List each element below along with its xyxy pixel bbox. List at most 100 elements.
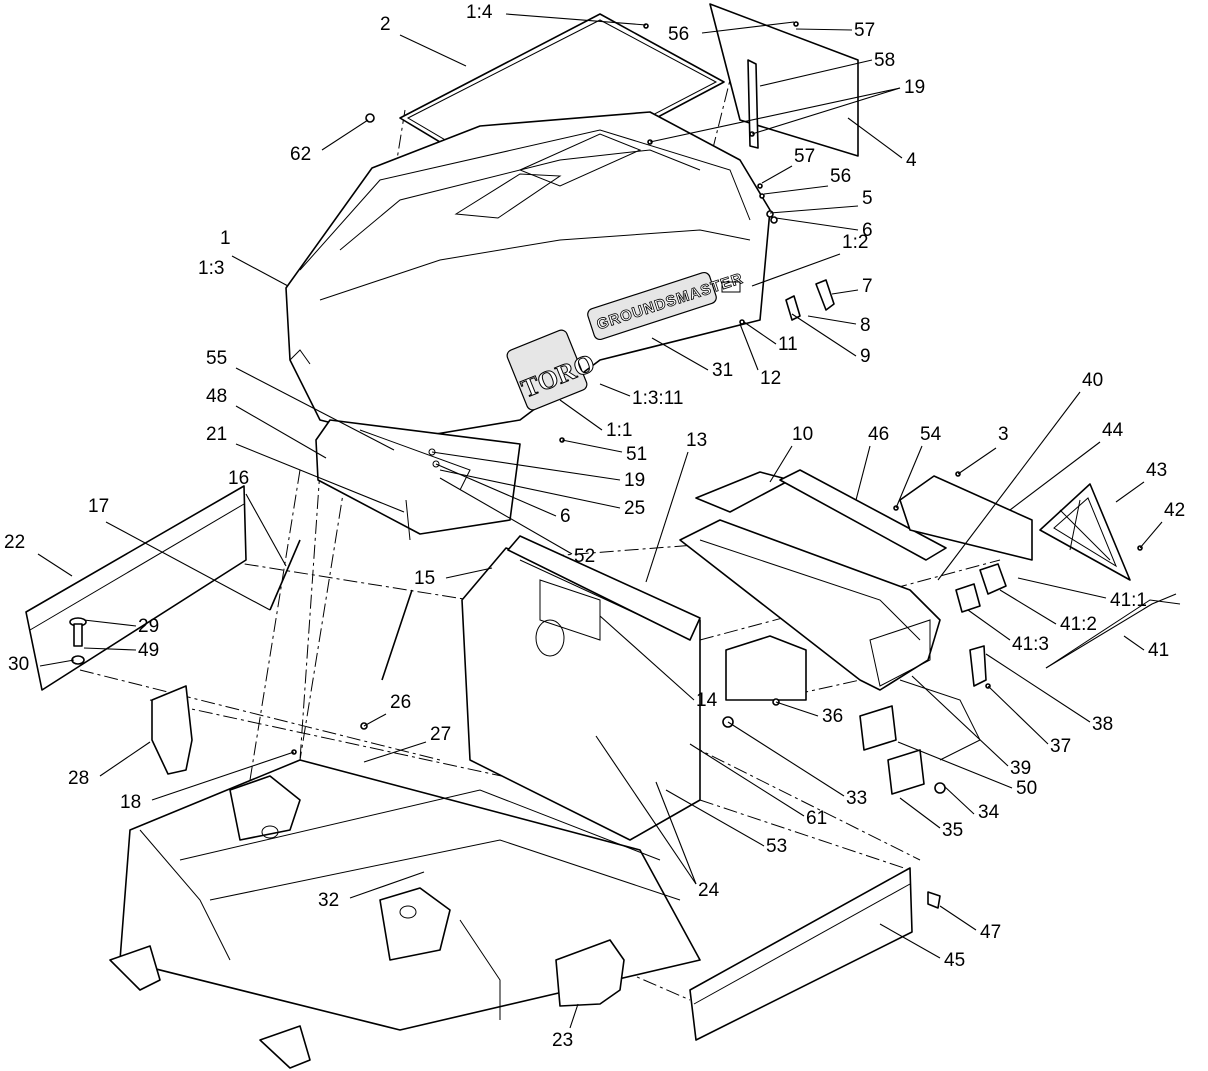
- latch-handles: [785, 279, 835, 321]
- leader-line: [439, 477, 573, 555]
- callout-label: 27: [430, 724, 451, 745]
- main-chassis: [109, 759, 701, 1069]
- callout-label: 12: [760, 368, 781, 389]
- callout-label: 37: [1050, 736, 1071, 757]
- panel-fastener: [927, 891, 941, 909]
- callout-label: 48: [206, 386, 227, 407]
- callout-label: 25: [624, 498, 645, 519]
- callout-label: 33: [846, 788, 867, 809]
- callout-label: 10: [792, 424, 813, 445]
- callout-label: 6: [560, 506, 571, 527]
- callout-label: 49: [138, 640, 159, 661]
- rear-body-housing: [679, 519, 941, 691]
- callout-label: 7: [862, 276, 873, 297]
- callout-label: 1: [220, 228, 231, 249]
- leader-line: [235, 405, 327, 459]
- leader-line: [751, 87, 901, 135]
- leader-line: [39, 659, 75, 667]
- callout-label: 39: [1010, 758, 1031, 779]
- callout-label: 36: [822, 706, 843, 727]
- leader-line: [727, 721, 845, 797]
- leader-line: [897, 741, 1013, 789]
- leader-line: [83, 647, 137, 651]
- callout-label: 35: [942, 820, 963, 841]
- callout-label: 26: [390, 692, 411, 713]
- callout-label: 40: [1082, 370, 1103, 391]
- callout-label: 61: [806, 808, 827, 829]
- callout-label: 2: [380, 14, 391, 35]
- callout-label: 18: [120, 792, 141, 813]
- leader-line: [807, 315, 857, 325]
- callout-label: 44: [1102, 420, 1124, 441]
- callout-label: 17: [88, 496, 109, 517]
- callout-label: 24: [698, 880, 720, 901]
- leader-line: [1123, 635, 1145, 651]
- callout-label: 9: [860, 346, 871, 367]
- callout-label: 5: [862, 188, 873, 209]
- leader-line: [99, 741, 151, 777]
- rear-latch: [969, 645, 987, 687]
- leader-line: [321, 119, 369, 151]
- callout-label: 45: [944, 950, 965, 971]
- callout-label: 15: [414, 568, 435, 589]
- rear-grille: [1039, 483, 1131, 581]
- leader-line: [1017, 577, 1107, 599]
- leader-line: [937, 391, 1081, 581]
- callout-label: 31: [712, 360, 733, 381]
- rear-cover-plate: [899, 475, 1033, 561]
- leader-line: [847, 117, 903, 159]
- leader-line: [435, 463, 557, 517]
- leader-line: [561, 439, 623, 453]
- gas-springs: [269, 539, 413, 681]
- callout-label: 58: [874, 50, 895, 71]
- callout-label: 57: [854, 20, 875, 41]
- callout-label: 23: [552, 1030, 573, 1051]
- leader-line: [751, 253, 841, 287]
- leader-line: [363, 741, 427, 763]
- callout-label: 1:2: [842, 232, 868, 253]
- leader-line: [1009, 441, 1101, 511]
- callout-label: 1:3:11: [632, 388, 683, 409]
- leader-line: [689, 743, 805, 817]
- leader-line: [505, 13, 647, 26]
- leader-line: [957, 447, 997, 475]
- callout-label: 29: [138, 616, 159, 637]
- leader-line: [151, 751, 295, 801]
- callout-label: 19: [904, 77, 925, 98]
- leader-line: [439, 469, 621, 509]
- leader-line: [445, 567, 493, 579]
- tail-light-assembly: [955, 563, 1181, 669]
- callout-label: 53: [766, 836, 787, 857]
- leader-line: [399, 34, 467, 67]
- callout-label: 50: [1016, 778, 1037, 799]
- leader-line: [83, 619, 137, 627]
- callout-label: 13: [686, 430, 707, 451]
- leader-line: [599, 383, 631, 397]
- right-side-panel: [689, 867, 913, 1041]
- leader-line: [899, 797, 941, 829]
- callout-label: 1:3: [198, 258, 224, 279]
- leader-line: [645, 451, 689, 583]
- leader-line: [599, 615, 695, 701]
- leader-line: [595, 735, 697, 885]
- foam-strips: [695, 469, 947, 561]
- callout-label: 16: [228, 468, 249, 489]
- callout-label: 54: [920, 424, 942, 445]
- callout-label: 32: [318, 890, 339, 911]
- leader-line: [775, 217, 859, 231]
- left-side-panel: [25, 485, 247, 691]
- leader-line: [651, 337, 709, 371]
- callout-label: 14: [696, 690, 718, 711]
- leader-line: [895, 445, 923, 509]
- leader-line: [985, 653, 1091, 723]
- leader-line: [759, 59, 873, 87]
- callout-label: 51: [626, 444, 647, 465]
- center-frame: [461, 547, 701, 841]
- leader-line: [235, 443, 405, 513]
- left-fasteners: [69, 617, 87, 665]
- leader-line: [761, 165, 793, 184]
- callout-label: 56: [830, 166, 851, 187]
- callout-label: 11: [778, 334, 798, 355]
- leader-line: [987, 685, 1049, 745]
